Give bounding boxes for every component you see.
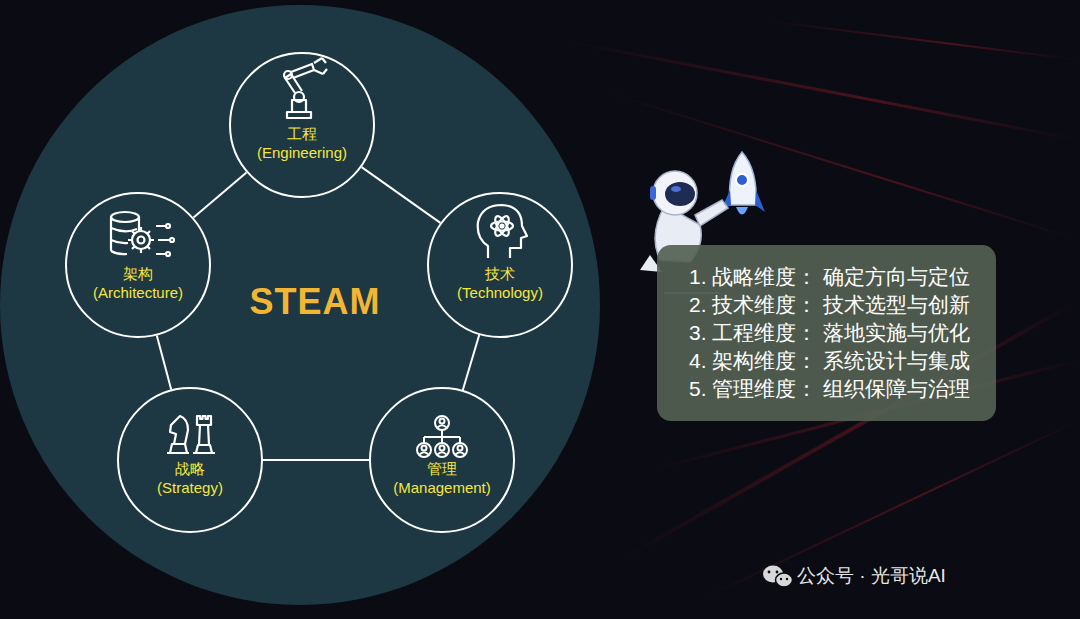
dimension-line: 3. 工程维度： 落地实施与优化 — [689, 319, 970, 347]
dimension-line: 4. 架构维度： 系统设计与集成 — [689, 347, 970, 375]
robot-arm-icon — [284, 58, 327, 118]
dimension-line: 2. 技术维度： 技术选型与创新 — [689, 291, 970, 319]
circle-subtitle: (Management) — [393, 478, 491, 497]
org-chart-icon — [417, 416, 467, 457]
pentagon-link — [362, 167, 441, 223]
red-streaks — [560, 20, 1080, 600]
dimension-panel: 1. 战略维度： 确定方向与定位2. 技术维度： 技术选型与创新3. 工程维度：… — [657, 245, 996, 421]
circle-subtitle: (Technology) — [457, 283, 543, 302]
pentagon-link — [194, 172, 247, 217]
watermark: 公众号 · 光哥说AI — [797, 563, 946, 589]
steam-circle: 工程(Engineering)架构(Architecture)技术(Techno… — [0, 5, 600, 605]
circle-subtitle: (Architecture) — [93, 283, 183, 302]
pentagon-link — [157, 336, 171, 390]
circle-title: 工程 — [287, 124, 317, 143]
circle-title: 战略 — [175, 459, 205, 478]
wechat-icon — [763, 566, 793, 588]
steam-circle-fill — [0, 5, 600, 605]
pentagon-link — [463, 335, 479, 390]
chess-icon — [167, 416, 215, 453]
management-circle: 管理(Management) — [369, 387, 515, 533]
architecture-circle: 架构(Architecture) — [65, 192, 211, 338]
technology-circle: 技术(Technology) — [427, 192, 573, 338]
strategy-circle: 战略(Strategy) — [117, 387, 263, 533]
dimension-line: 1. 战略维度： 确定方向与定位 — [689, 263, 970, 291]
circle-title: 架构 — [123, 264, 153, 283]
center-title: STEAM — [250, 281, 381, 323]
circle-title: 管理 — [427, 459, 457, 478]
circle-title: 技术 — [485, 264, 515, 283]
circle-subtitle: (Engineering) — [257, 143, 347, 162]
engineering-circle: 工程(Engineering) — [229, 52, 375, 198]
pentagon-link — [263, 459, 369, 461]
circle-subtitle: (Strategy) — [157, 478, 223, 497]
head-atom-icon — [478, 205, 527, 258]
dimension-line: 5. 管理维度： 组织保障与治理 — [689, 375, 970, 403]
database-gear-icon — [111, 212, 174, 256]
